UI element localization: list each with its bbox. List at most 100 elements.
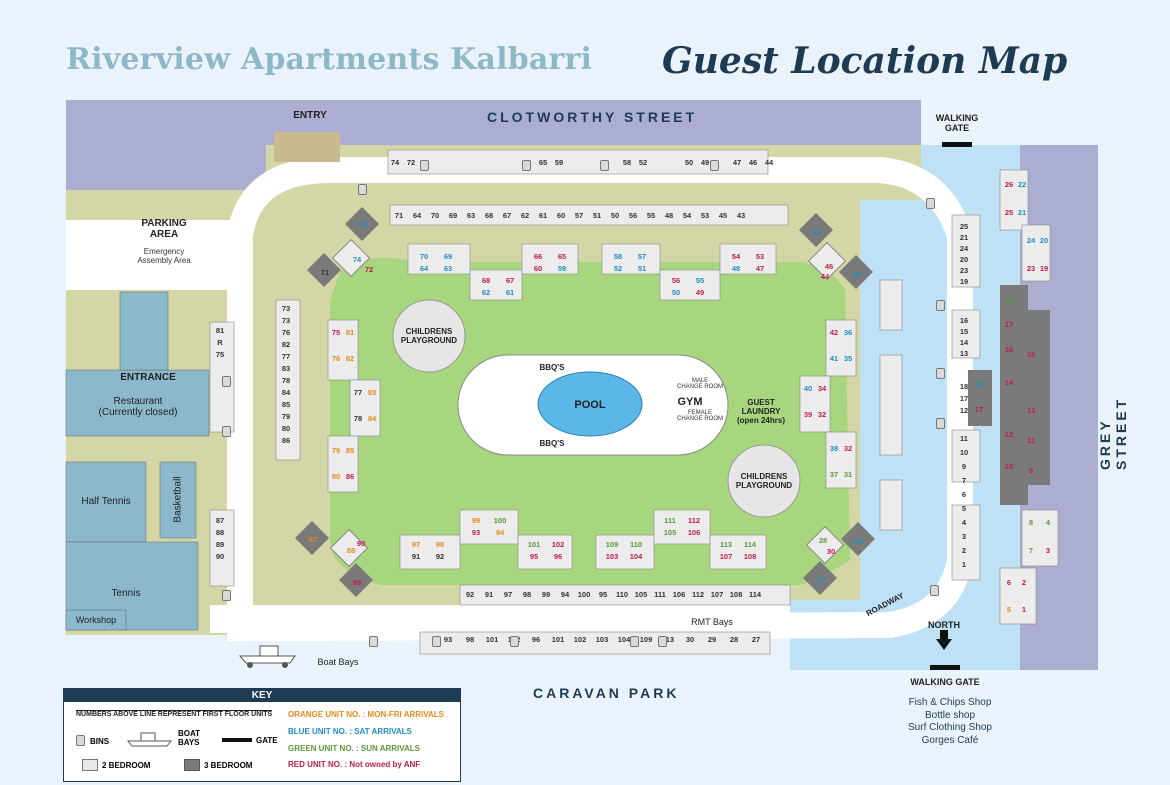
workshop-building xyxy=(65,609,127,631)
playground-2-circle xyxy=(727,444,801,518)
unit-number: 56 xyxy=(671,276,681,285)
south-street-label: CARAVAN PARK xyxy=(533,685,680,701)
key-bins: BINS xyxy=(90,737,110,746)
nearby-item: Surf Clothing Shop xyxy=(908,722,992,733)
unit-number: 2 xyxy=(961,546,967,555)
entry-gate xyxy=(274,132,340,162)
unit-number: 105 xyxy=(663,528,677,537)
unit-number: 50 xyxy=(671,288,681,297)
unit-number: 42 xyxy=(829,328,839,337)
unit-number: 3 xyxy=(1045,546,1051,555)
unit-number: 87 xyxy=(215,516,225,525)
unit-number: 12 xyxy=(959,406,969,415)
unit-number: 32 xyxy=(817,410,827,419)
unit-number: 4 xyxy=(961,518,967,527)
unit-number: 19 xyxy=(1039,264,1049,273)
key-boat-bays: BOAT BAYS xyxy=(178,729,201,747)
unit-number: 35 xyxy=(843,354,853,363)
unit-number: 27 xyxy=(816,576,826,585)
unit-number: 16 xyxy=(959,316,969,325)
unit-number: 65 xyxy=(557,252,567,261)
pool-label: POOL xyxy=(574,399,606,411)
unit-number: 61 xyxy=(505,288,515,297)
unit-number: 105 xyxy=(634,590,648,599)
unit-number: 43 xyxy=(736,211,746,220)
unit-number: 89 xyxy=(215,540,225,549)
unit-number: 18 xyxy=(1004,296,1014,305)
unit-number: 37 xyxy=(829,470,839,479)
key-2bed-swatch xyxy=(82,759,98,771)
unit-number: 95 xyxy=(598,590,608,599)
unit-number: 45 xyxy=(852,270,862,279)
unit-number: 2 xyxy=(1021,578,1027,587)
unit-number: 61 xyxy=(538,211,548,220)
unit-number: 75 xyxy=(215,350,225,359)
key-3bed-swatch xyxy=(184,759,200,771)
unit-number: 29 xyxy=(854,537,864,546)
unit-number: 64 xyxy=(412,211,422,220)
nearby-item: Fish & Chips Shop xyxy=(908,697,992,708)
unit-number: 25 xyxy=(1004,208,1014,217)
unit-number: 44 xyxy=(820,272,830,281)
unit-number: 12 xyxy=(1004,430,1014,439)
unit-number: 15 xyxy=(959,327,969,336)
unit-number: 19 xyxy=(959,277,969,286)
unit-number: 58 xyxy=(622,158,632,167)
unit-number: 71 xyxy=(320,268,330,277)
bin-icon xyxy=(510,636,519,647)
bin-icon xyxy=(600,160,609,171)
bin-icon xyxy=(658,636,667,647)
unit-number: 93 xyxy=(443,635,453,644)
key-bin-icon xyxy=(76,735,85,746)
unit-number: 44 xyxy=(764,158,774,167)
guest-laundry-label: GUEST LAUNDRY (open 24hrs) xyxy=(736,398,785,425)
unit-number: 27 xyxy=(751,635,761,644)
unit-number: 90 xyxy=(356,539,366,548)
entry-label: ENTRY xyxy=(293,110,327,121)
unit-number: 81 xyxy=(345,328,355,337)
unit-number: 1 xyxy=(961,560,967,569)
unit-number: 101 xyxy=(527,540,541,549)
property-title: Riverview Apartments Kalbarri xyxy=(66,42,593,77)
unit-number: 24 xyxy=(959,244,969,253)
bin-icon xyxy=(432,636,441,647)
nearby-item: Gorges Café xyxy=(921,734,979,746)
unit-number: 7 xyxy=(1028,546,1034,555)
bbq-top-label: BBQ'S xyxy=(539,363,565,372)
key-orange: ORANGE UNIT NO. : MON-FRI ARRIVALS xyxy=(288,710,444,719)
unit-number: 21 xyxy=(959,233,969,242)
unit-number: 58 xyxy=(613,252,623,261)
unit-number: 82 xyxy=(345,354,355,363)
unit-number: 70 xyxy=(430,211,440,220)
walking-gate-bottom-label: WALKING GATE xyxy=(910,677,980,687)
unit-number: 55 xyxy=(646,211,656,220)
unit-number: 97 xyxy=(503,590,513,599)
pool-water xyxy=(537,371,643,437)
unit-number: 10 xyxy=(959,448,969,457)
unit-number: 7 xyxy=(961,476,967,485)
unit-number: 97 xyxy=(411,540,421,549)
unit-number: 89 xyxy=(352,578,362,587)
key-gate: GATE xyxy=(256,736,278,745)
unit-number: 71 xyxy=(394,211,404,220)
unit-number: 86 xyxy=(345,472,355,481)
bin-icon xyxy=(630,636,639,647)
male-change-label: MALE CHANGE ROOM xyxy=(676,378,723,390)
unit-number: 9 xyxy=(1028,466,1034,475)
unit-number: 109 xyxy=(639,635,653,644)
unit-number: 60 xyxy=(533,264,543,273)
entrance-building xyxy=(119,291,169,371)
unit-number: R xyxy=(217,338,223,347)
unit-number: 10 xyxy=(1004,462,1014,471)
unit-number: 17 xyxy=(959,394,969,403)
playground-2-label: CHILDRENS PLAYGROUND xyxy=(735,472,793,490)
unit-number: 5 xyxy=(1006,605,1012,614)
nearby-item: Bottle shop xyxy=(924,709,976,721)
unit-number: 5 xyxy=(961,504,967,513)
unit-number: 98 xyxy=(435,540,445,549)
unit-number: 63 xyxy=(466,211,476,220)
unit-number: 77 xyxy=(281,352,291,361)
roadway-loop xyxy=(227,157,973,641)
unit-number: 92 xyxy=(435,552,445,561)
bin-icon xyxy=(926,198,935,209)
